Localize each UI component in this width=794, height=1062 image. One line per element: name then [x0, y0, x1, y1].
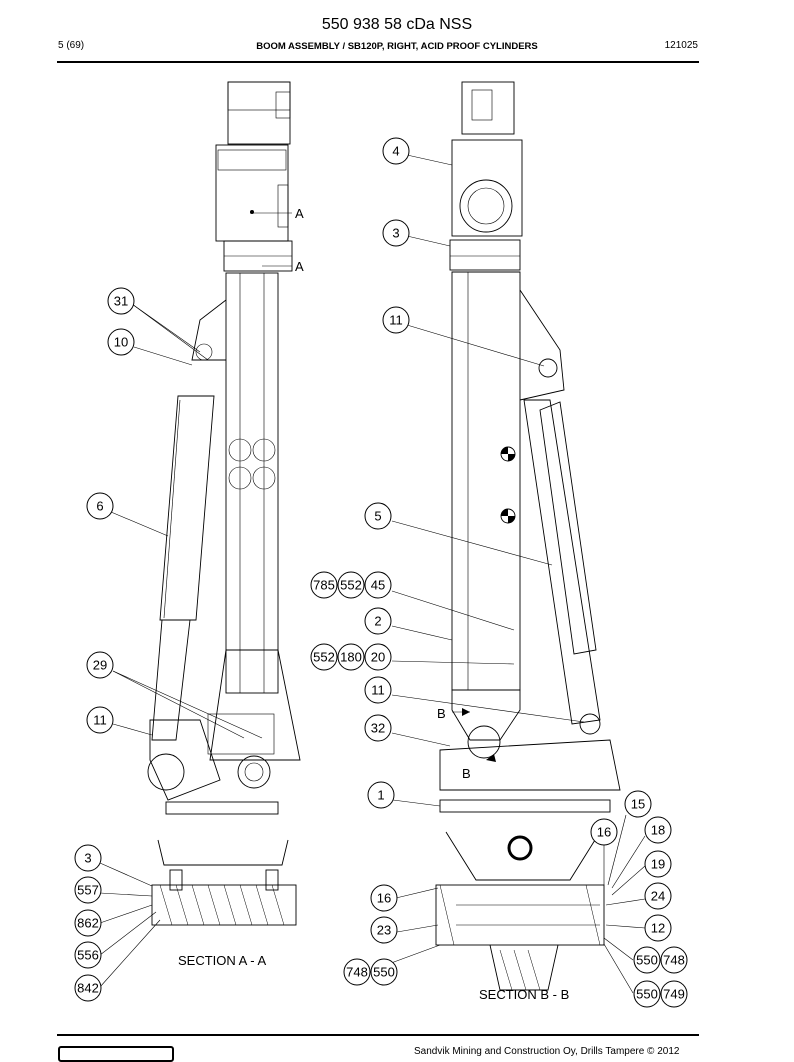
callout-31: 31 — [114, 294, 128, 309]
footer-rule — [57, 1034, 699, 1036]
callout-24: 24 — [651, 889, 665, 904]
callout-32: 32 — [371, 721, 385, 736]
callout-45: 45 — [371, 578, 385, 593]
section-a-a-title: SECTION A - A — [178, 953, 266, 968]
section-marker-b-upper: B — [437, 706, 446, 721]
callout-556: 556 — [77, 948, 99, 963]
section-a-a — [151, 839, 297, 926]
callout-180: 180 — [340, 650, 362, 665]
company-logo — [58, 1046, 174, 1062]
callout-numbers: 4 3 31 10 11 6 5 785 552 45 2 552 180 20… — [77, 144, 685, 1002]
callout-16-right: 16 — [597, 825, 611, 840]
callout-18: 18 — [651, 823, 665, 838]
callout-2: 2 — [374, 614, 381, 629]
callout-bubbles — [74, 137, 688, 1008]
document-id: 550 938 58 cDa NSS — [321, 16, 473, 33]
callout-748-left: 748 — [346, 965, 368, 980]
callout-785: 785 — [313, 578, 335, 593]
callout-15: 15 — [631, 797, 645, 812]
leader-lines — [99, 154, 646, 994]
page-title: BOOM ASSEMBLY / SB120P, RIGHT, ACID PROO… — [256, 41, 538, 52]
left-boom-view — [147, 81, 301, 815]
callout-550-left: 550 — [373, 965, 395, 980]
callout-552-upper: 552 — [340, 578, 362, 593]
callout-12: 12 — [651, 921, 665, 936]
callout-550-right-lower: 550 — [636, 987, 658, 1002]
callout-552-lower: 552 — [313, 650, 335, 665]
section-b-b-title: SECTION B - B — [479, 987, 569, 1002]
callout-550-right-upper: 550 — [636, 953, 658, 968]
section-b-b — [435, 831, 605, 991]
document-code: 121025 — [664, 40, 698, 51]
callout-16-section: 16 — [377, 891, 391, 906]
callout-29: 29 — [93, 658, 107, 673]
footer-copyright: Sandvik Mining and Construction Oy, Dril… — [414, 1046, 680, 1057]
callout-4: 4 — [392, 144, 399, 159]
callout-3-section: 3 — [84, 851, 91, 866]
callout-11-left: 11 — [93, 713, 107, 728]
callout-749: 749 — [663, 987, 685, 1002]
right-boom-view — [439, 81, 621, 813]
callout-23: 23 — [377, 923, 391, 938]
header-rule — [57, 61, 699, 63]
callout-3: 3 — [392, 226, 399, 241]
view-labels: A A B B SECTION A - A SECTION B - B — [178, 206, 569, 1002]
page-number: 5 (69) — [58, 40, 85, 51]
callout-19: 19 — [651, 857, 665, 872]
callout-11-upper: 11 — [389, 313, 403, 328]
section-marker-a-lower: A — [295, 259, 304, 274]
section-marker-a-upper: A — [295, 206, 304, 221]
callout-557: 557 — [77, 883, 99, 898]
callout-748-right: 748 — [663, 953, 685, 968]
callout-842: 842 — [77, 981, 99, 996]
callout-6: 6 — [96, 499, 103, 514]
callout-862: 862 — [77, 916, 99, 931]
callout-11-right: 11 — [371, 683, 385, 698]
callout-1: 1 — [377, 788, 384, 803]
callout-5: 5 — [374, 509, 381, 524]
callout-20: 20 — [371, 650, 385, 665]
callout-10: 10 — [114, 335, 128, 350]
section-marker-b-lower: B — [462, 766, 471, 781]
